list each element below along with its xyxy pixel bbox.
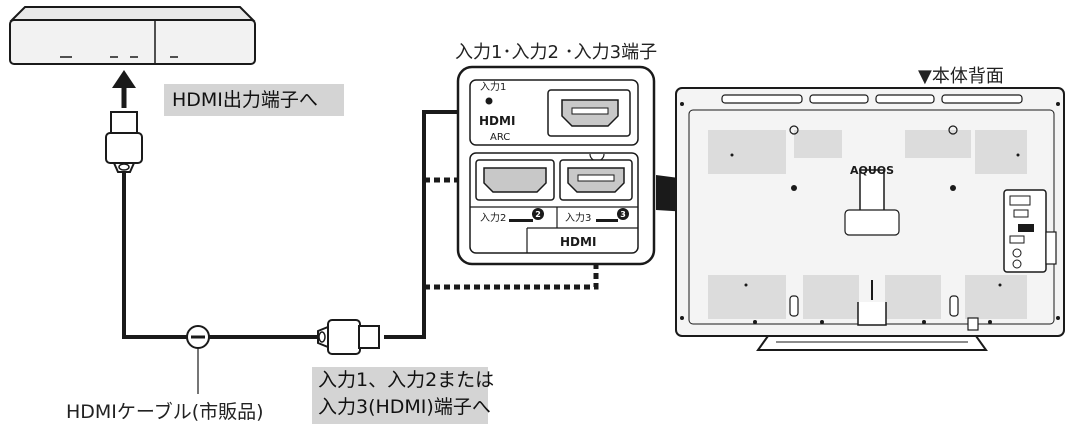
panel-input3-label: 入力3 <box>565 211 591 224</box>
cable-marker <box>186 325 210 394</box>
panel-hdmi-logo-bottom: HDMI <box>560 235 596 249</box>
hdmi-cable-label: HDMIケーブル(市販品) <box>66 401 264 423</box>
hdmi-plug-tv-side <box>317 319 380 355</box>
arrow-to-player <box>112 70 136 108</box>
back-view-label: ▼本体背面 <box>918 66 1004 87</box>
panel-input3-num: 3 <box>620 210 626 219</box>
tv-brand-logo: AQUOS <box>850 164 894 177</box>
panel-input2-num: 2 <box>535 210 541 219</box>
input-callout-line2: 入力3(HDMI)端子へ <box>318 396 491 418</box>
panel-input1-label: 入力1 <box>480 80 506 93</box>
tv-back: AQUOS <box>675 87 1065 351</box>
input-terminal-callout: 入力1、入力2または 入力3(HDMI)端子へ <box>312 367 495 424</box>
hdmi-plug-player-side <box>105 111 143 173</box>
hdmi-output-callout: HDMI出力端子へ <box>164 84 344 116</box>
player-device <box>9 6 256 65</box>
input-callout-line1: 入力1、入力2または <box>318 369 495 391</box>
terminal-panel: 入力1 HDMI ARC 入力2 2 入力3 3 HDMI <box>456 65 656 266</box>
panel-input2-label: 入力2 <box>480 211 506 224</box>
panel-arc-label: ARC <box>490 132 510 143</box>
hdmi-cable-line <box>122 172 318 339</box>
panel-hdmi-logo-top: HDMI <box>479 114 515 128</box>
terminal-heading: 入力1･入力2 ･入力3端子 <box>455 42 658 63</box>
